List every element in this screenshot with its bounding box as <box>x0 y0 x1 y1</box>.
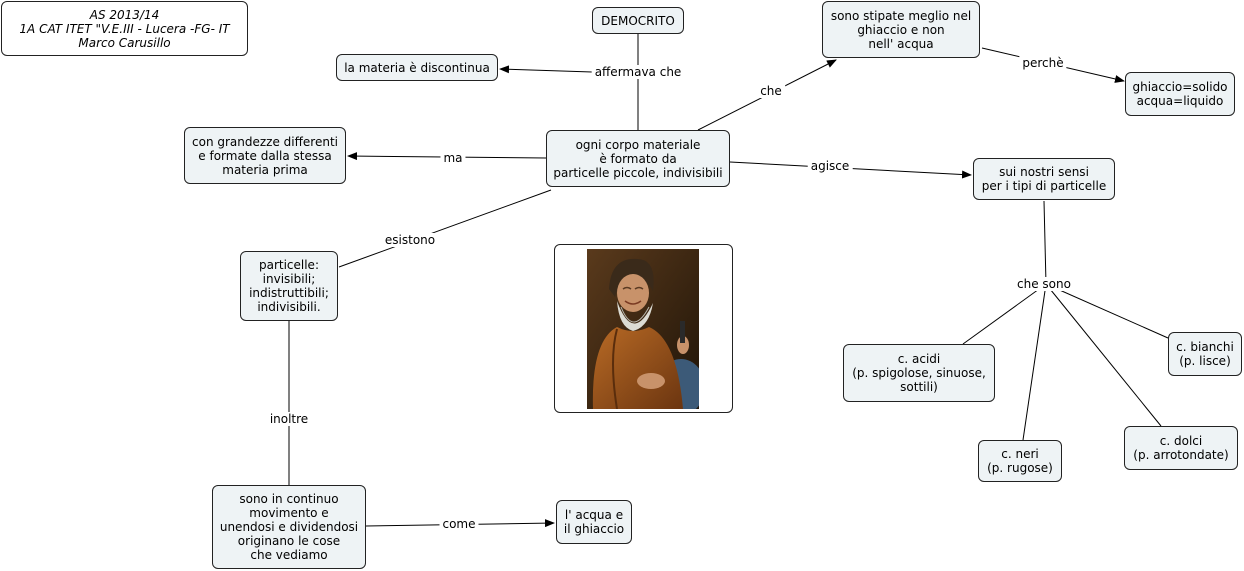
node-democrito[interactable]: DEMOCRITO <box>592 7 684 34</box>
node-neri[interactable]: c. neri (p. rugose) <box>978 440 1062 482</box>
line-to-particelle <box>338 189 552 268</box>
label-esistono: esistono <box>381 233 439 247</box>
node-acqua-ghiaccio[interactable]: l' acqua e il ghiaccio <box>556 500 632 544</box>
label-che: che <box>757 84 785 98</box>
node-acidi[interactable]: c. acidi (p. spigolose, sinuose, sottili… <box>843 344 995 402</box>
democritus-portrait-image <box>587 249 699 409</box>
node-grandezze[interactable]: con grandezze differenti e formate dalla… <box>184 127 346 184</box>
image-node <box>554 244 733 413</box>
node-movimento[interactable]: sono in continuo movimento e unendosi e … <box>212 485 366 569</box>
node-stipate[interactable]: sono stipate meglio nel ghiaccio e non n… <box>822 1 980 58</box>
label-ma: ma <box>440 151 466 165</box>
line-sensi-chesono <box>1043 200 1047 285</box>
node-bianchi[interactable]: c. bianchi (p. lisce) <box>1168 332 1242 376</box>
header-info: AS 2013/14 1A CAT ITET "V.E.III - Lucera… <box>1 1 248 56</box>
node-ogni-corpo[interactable]: ogni corpo materiale è formato da partic… <box>546 130 730 187</box>
node-sensi[interactable]: sui nostri sensi per i tipi di particell… <box>973 158 1115 200</box>
line-to-bianchi <box>1045 283 1169 339</box>
arrow-to-materia <box>499 65 593 74</box>
line-to-dolci <box>1045 283 1162 427</box>
label-inoltre: inoltre <box>266 412 312 426</box>
label-perche: perchè <box>1019 56 1067 70</box>
label-affermava-che: affermava che <box>591 65 685 79</box>
node-particelle[interactable]: particelle: invisibili; indistruttibili;… <box>240 251 338 321</box>
line-to-neri <box>1022 283 1047 441</box>
node-ghiaccio-solido[interactable]: ghiaccio=solido acqua=liquido <box>1125 72 1235 116</box>
label-che-sono: che sono <box>1014 277 1074 291</box>
label-come: come <box>439 517 479 531</box>
node-dolci[interactable]: c. dolci (p. arrotondate) <box>1124 426 1238 470</box>
node-materia-discontinua[interactable]: la materia è discontinua <box>336 54 498 81</box>
line-to-acidi <box>962 283 1047 345</box>
label-agisce: agisce <box>807 159 853 173</box>
